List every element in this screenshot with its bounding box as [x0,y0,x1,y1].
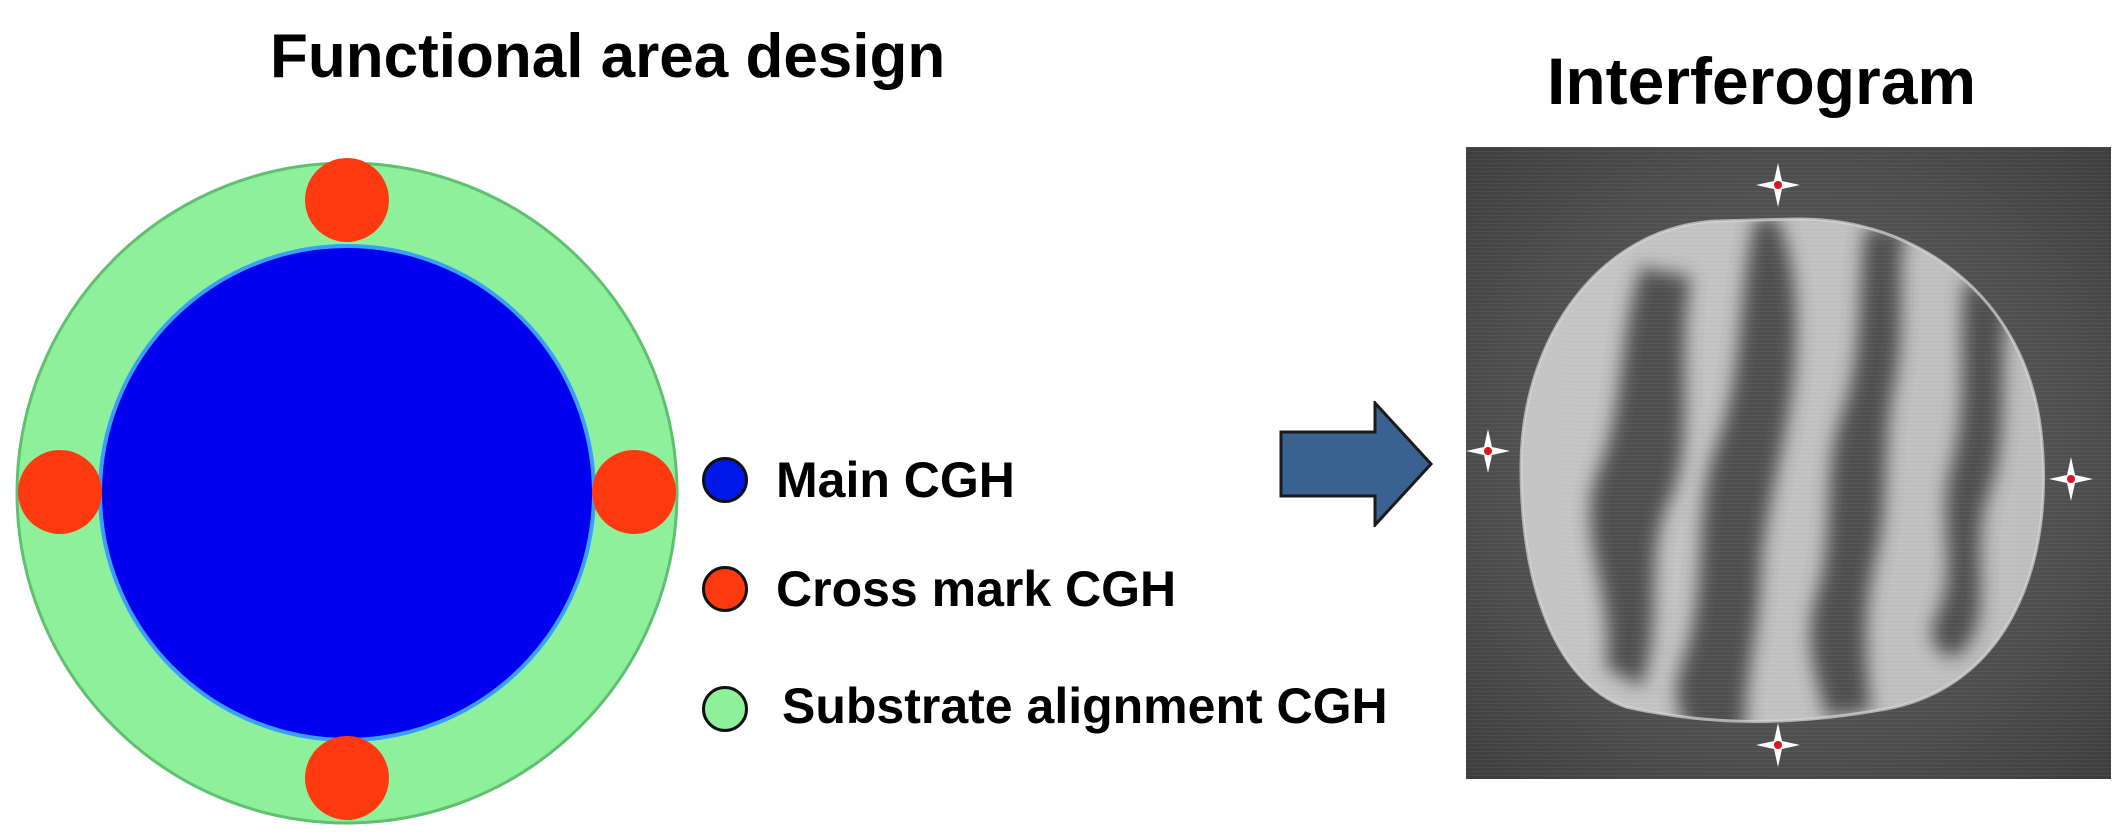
alignment-marker-left [1466,429,1510,473]
cross-mark-right [592,450,676,534]
fringe-disk [1521,218,2044,722]
legend-label: Cross mark CGH [776,561,1177,617]
cross-mark-cgh-swatch [702,566,748,612]
functional-area-diagram [15,158,679,825]
alignment-marker-bottom [1756,723,1800,767]
functional-area-title: Functional area design [270,22,946,91]
cross-mark-left [18,450,102,534]
substrate-alignment-cgh-swatch [702,686,748,732]
main-cgh-swatch [702,457,748,503]
cross-mark-top [305,158,389,242]
cross-mark-bottom [305,736,389,820]
alignment-marker-right [2049,457,2093,501]
main-cgh-area [98,244,596,742]
interferogram-title: Interferogram [1547,44,1977,118]
legend-label: Substrate alignment CGH [782,678,1388,734]
interferogram-image [1466,147,2111,779]
legend-label: Main CGH [776,452,1015,508]
alignment-marker-top [1756,163,1800,207]
right-arrow-icon [1279,401,1434,527]
